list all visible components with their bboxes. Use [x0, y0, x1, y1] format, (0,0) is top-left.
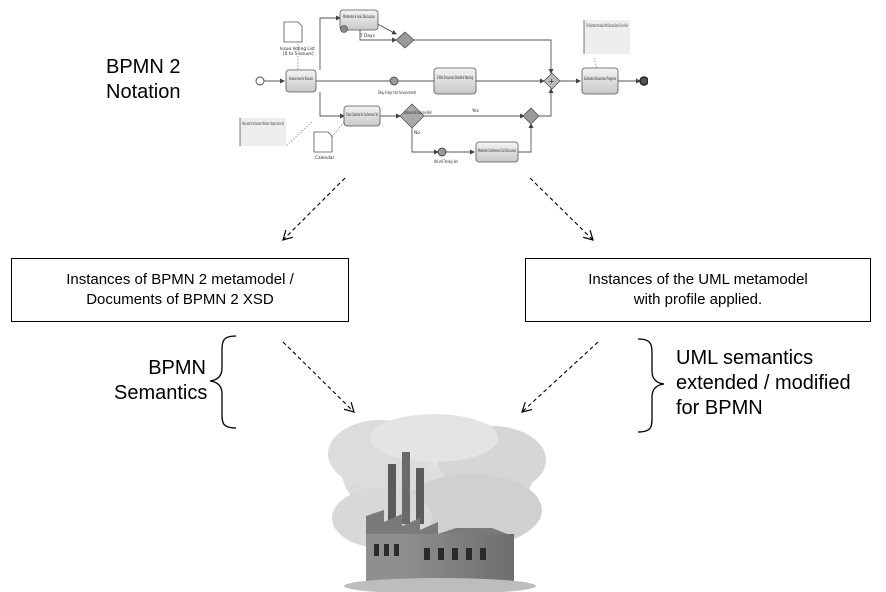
bpmn-notation-line2: Notation: [106, 81, 181, 103]
bpmn-notation-line1: BPMN 2: [106, 56, 181, 78]
bpmn-box-line2: Documents of BPMN 2 XSD: [86, 291, 274, 308]
task-email-deadline-label: E-Mail Discussion Deadline Warning: [437, 75, 473, 81]
uml-semantics-line2: extended / modified: [676, 372, 851, 394]
task-check-calendar-label: Check Calendar for Conference Call: [346, 112, 378, 118]
uml-box-line2: with profile applied.: [633, 291, 763, 308]
note-allow-label: Allow 1 week for the discussion of the I…: [242, 121, 284, 127]
bpmn-notation-label: BPMN 2 Notation: [106, 55, 181, 105]
doc-calendar-label: Calendar: [315, 155, 335, 161]
task-moderate-conf-label: Moderate Conference Call Discussion: [478, 148, 516, 154]
task-evaluate-label: Evaluate Discussion Progress: [584, 76, 616, 82]
factory-building: [344, 452, 536, 592]
bpmn-semantics-line1: BPMN: [148, 357, 206, 379]
bpmn-semantics-label: BPMN Semantics: [114, 356, 208, 406]
factory-image: [328, 414, 546, 592]
left-semantics-brace: [209, 335, 237, 429]
doc-issue-voting-label: Issue Voting List: [280, 46, 315, 52]
uml-semantics-label: UML semantics extended / modified for BP…: [676, 346, 851, 421]
note-task-returns-label: This Task returns the value of the Discu…: [586, 23, 628, 29]
bpmn-process-thumbnail: Issue Voting List [0 to 5 Issues] Calend…: [239, 9, 648, 165]
edge-no-label: No: [414, 130, 420, 136]
bpmn-semantics-line2: Semantics: [114, 382, 208, 404]
arrow-notation-to-left-box: [282, 177, 346, 241]
task-moderate-email-label: Moderate E-mail Discussion: [343, 14, 375, 20]
arrow-left-box-to-factory: [282, 341, 355, 413]
svg-text:+: +: [549, 78, 555, 86]
task-announce-label: Announce Issues for Discussion: [289, 76, 313, 82]
uml-semantics-line3: for BPMN: [676, 397, 763, 419]
edge-yes-label: Yes: [471, 108, 480, 114]
bpmn-metamodel-instances-box: Instances of BPMN 2 metamodel / Document…: [11, 258, 349, 322]
edge-7days-label: 7 Days: [360, 33, 376, 39]
uml-metamodel-instances-box: Instances of the UML metamodel with prof…: [525, 258, 871, 322]
bpmn-box-line1: Instances of BPMN 2 metamodel /: [66, 271, 294, 288]
arrow-notation-to-right-box: [529, 177, 594, 241]
right-semantics-brace: [637, 338, 665, 433]
doc-issue-voting-sub: [0 to 5 Issues]: [283, 51, 314, 57]
uml-semantics-line1: UML semantics: [676, 347, 814, 369]
gateway-conference-label: Conference Call in Discussion Week?: [404, 110, 432, 116]
event-delay-label: Delay 6 days from Announcement: [378, 90, 416, 96]
event-wait-label: Wait until Thursday, 9am: [434, 159, 458, 165]
arrow-right-box-to-factory: [521, 341, 599, 413]
uml-box-line1: Instances of the UML metamodel: [588, 271, 808, 288]
